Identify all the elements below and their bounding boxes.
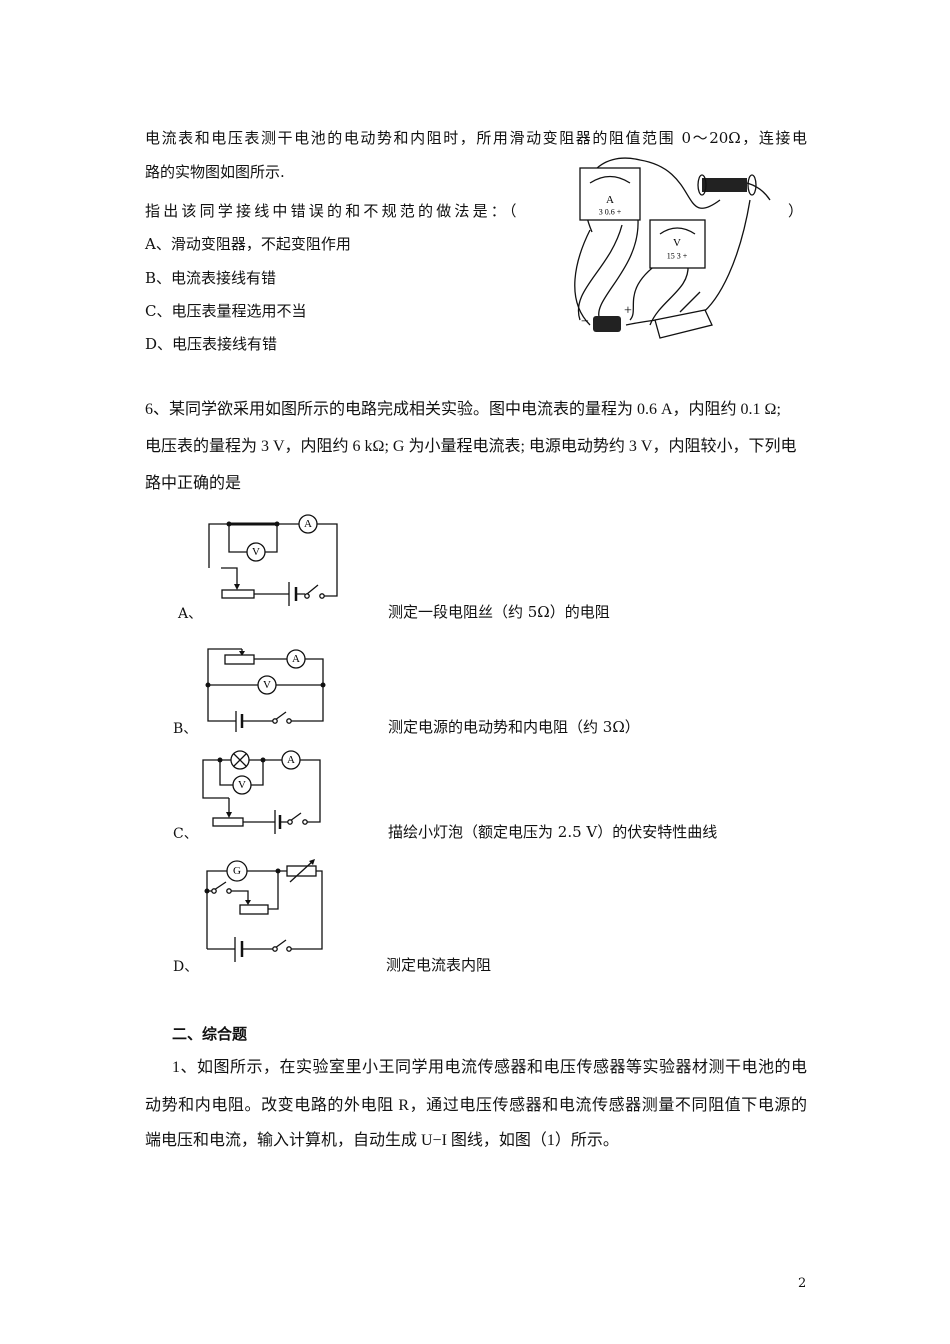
ammeter-label: A <box>606 194 614 206</box>
section-title: 二、综合题 <box>172 1025 248 1043</box>
galvanometer-icon <box>226 860 248 882</box>
voltmeter-icon <box>232 775 252 795</box>
page-number: 2 <box>798 1276 807 1291</box>
battery-plus: + <box>624 304 632 319</box>
rheostat-icon <box>212 817 244 827</box>
galvanometer-label: G <box>233 865 241 877</box>
rheostat-icon <box>224 654 255 665</box>
ammeter-label: A <box>304 518 312 530</box>
q5-prompt: 指出该同学接线中错误的和不规范的做法是：（ <box>145 202 520 220</box>
battery-minus: − <box>581 315 589 330</box>
rheostat-icon <box>239 904 269 915</box>
q5-option-c: C、电压表量程选用不当 <box>145 302 307 320</box>
ammeter-label: A <box>292 653 300 665</box>
ammeter-icon <box>286 649 306 669</box>
circuit-d: G <box>204 859 323 962</box>
q5-option-d: D、电压表接线有错 <box>145 335 278 353</box>
q6-text-line3: 路中正确的是 <box>145 475 242 492</box>
voltmeter-label: V <box>238 779 246 791</box>
q5-close-paren: ） <box>788 202 804 220</box>
q6-text-line2: 电压表的量程为 3 V，内阻约 6 kΩ; G 为小量程电流表; 电源电动势约 … <box>145 438 797 455</box>
voltmeter-icon <box>246 542 266 562</box>
rheostat-icon <box>221 589 255 599</box>
voltmeter-body <box>649 219 706 269</box>
q6-option-b-desc: 测定电源的电动势和内电阻（约 3Ω） <box>388 718 640 736</box>
q6-option-c-label: C、 <box>173 826 198 842</box>
ammeter-icon <box>281 750 301 770</box>
rheostat-coil <box>702 178 747 192</box>
q5-option-b: B、电流表接线有错 <box>145 269 277 287</box>
q6-option-d-label: D、 <box>173 959 199 975</box>
circuit-b: A V <box>205 648 326 732</box>
voltmeter-label: V <box>252 546 260 558</box>
q6-text-line1: 6、某同学欲采用如图所示的电路完成相关实验。图中电流表的量程为 0.6 A，内阻… <box>145 401 781 418</box>
ammeter-icon <box>298 514 318 534</box>
battery <box>593 316 621 332</box>
circuit-a: V A <box>208 514 338 606</box>
q5-option-a: A、滑动变阻器，不起变阻作用 <box>145 235 351 253</box>
switch <box>654 309 713 339</box>
q5-text-line2: 路的实物图如图所示. <box>145 163 285 181</box>
ammeter-label: A <box>287 754 295 766</box>
s2-q1-line3: 端电压和电流，输入计算机，自动生成 U−I 图线，如图（1）所示。 <box>145 1132 619 1149</box>
voltmeter-label: V <box>263 679 271 691</box>
s2-q1-line2: 动势和内电阻。改变电路的外电阻 R，通过电压传感器和电流传感器测量不同阻值下电源… <box>145 1097 807 1114</box>
q6-option-a-desc: 测定一段电阻丝（约 5Ω）的电阻 <box>388 603 610 621</box>
q6-option-c-desc: 描绘小灯泡（额定电压为 2.5 V）的伏安特性曲线 <box>388 823 718 841</box>
voltmeter-terminals: 15 3 + <box>667 252 688 261</box>
circuit-c: A V <box>202 750 321 834</box>
voltmeter-icon <box>257 675 277 695</box>
ammeter-terminals: 3 0.6 + <box>599 208 622 217</box>
q6-option-d-desc: 测定电流表内阻 <box>386 956 492 974</box>
apparatus-figure: A 3 0.6 + V 15 3 + + − <box>574 157 771 339</box>
q6-option-a-label: A、 <box>178 606 203 622</box>
q6-option-b-label: B、 <box>173 721 198 737</box>
voltmeter-label: V <box>673 237 681 249</box>
q5-text-line1: 电流表和电压表测干电池的电动势和内阻时，所用滑动变阻器的阻值范围 0～20Ω，连… <box>145 129 807 147</box>
s2-q1-line1: 1、如图所示，在实验室里小王同学用电流传感器和电压传感器等实验器材测干电池的电 <box>172 1059 807 1076</box>
